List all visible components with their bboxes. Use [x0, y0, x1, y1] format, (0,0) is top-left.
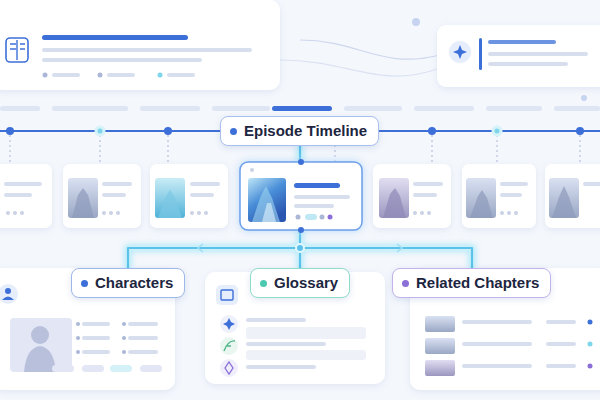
status-dot	[402, 280, 409, 287]
junction-dot	[296, 244, 304, 252]
label-pill: Episode Timeline	[220, 116, 379, 146]
label-pill: Glossary	[250, 268, 350, 298]
flow-chevron	[397, 244, 402, 252]
pill-label: Related Chapters	[416, 274, 539, 292]
label-pill: Related Chapters	[392, 268, 551, 298]
status-dot	[230, 128, 237, 135]
status-dot	[260, 280, 267, 287]
status-dot	[81, 280, 88, 287]
flow-chevron	[198, 244, 203, 252]
pill-label: Glossary	[274, 274, 338, 292]
pill-label: Characters	[95, 274, 173, 292]
pill-label: Episode Timeline	[244, 122, 367, 140]
label-pill: Characters	[71, 268, 185, 298]
